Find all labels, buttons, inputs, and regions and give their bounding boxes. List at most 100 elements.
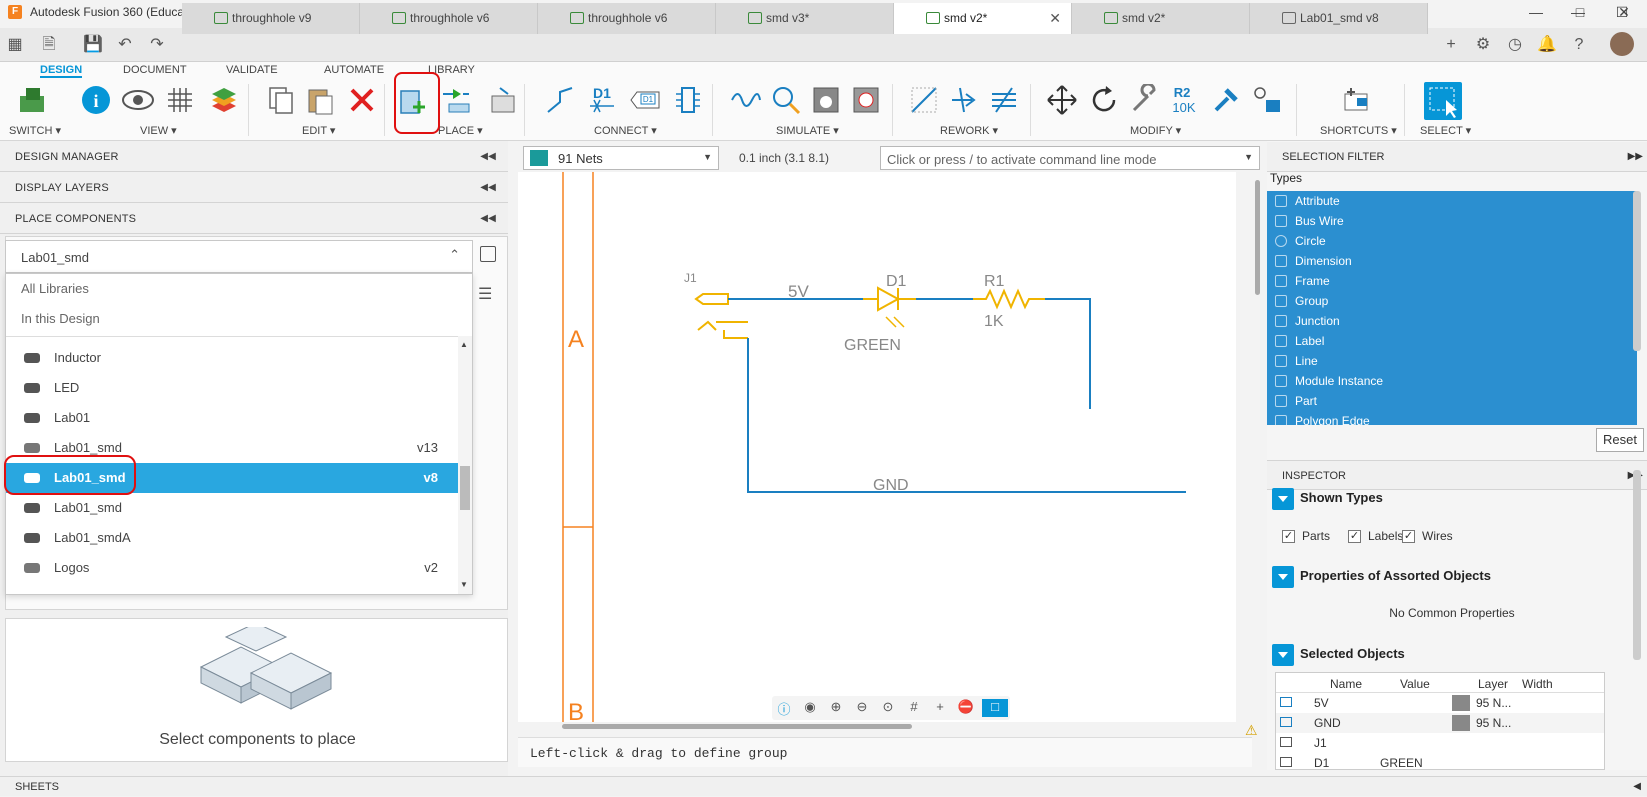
labels-checkbox[interactable]: ✓ bbox=[1348, 530, 1361, 543]
info-icon[interactable]: ⓘ bbox=[777, 702, 791, 717]
ribbon-tab-automate[interactable]: AUTOMATE bbox=[324, 64, 385, 76]
group-label-switch[interactable]: SWITCH ▾ bbox=[9, 125, 61, 137]
group-label-select[interactable]: SELECT ▾ bbox=[1420, 125, 1472, 137]
reset-button[interactable]: Reset bbox=[1596, 428, 1644, 452]
select-icon[interactable]: □ bbox=[982, 699, 1008, 717]
eye-icon[interactable] bbox=[120, 82, 156, 118]
scroll-up-icon[interactable]: ▲ bbox=[460, 340, 468, 349]
zoom-out-icon[interactable]: ⊖ bbox=[856, 699, 868, 714]
bus-icon[interactable] bbox=[670, 82, 706, 118]
library-manager-icon[interactable] bbox=[480, 246, 496, 262]
filter-all-libraries[interactable]: All Libraries bbox=[21, 281, 89, 296]
canvas-hscrollbar[interactable] bbox=[518, 722, 1252, 732]
redo-icon[interactable]: ↷ bbox=[150, 36, 164, 53]
tab-throughhole-v6-a[interactable]: throughhole v6 bbox=[360, 3, 538, 34]
group-icon[interactable] bbox=[1250, 82, 1286, 118]
paste-icon[interactable] bbox=[302, 82, 338, 118]
collapse-icon[interactable]: ◀◀ bbox=[480, 213, 496, 224]
collapse-icon[interactable]: ◀◀ bbox=[480, 182, 496, 193]
copy-icon[interactable] bbox=[262, 82, 298, 118]
probe-icon[interactable] bbox=[768, 82, 804, 118]
list-item[interactable]: Lab01_smd bbox=[6, 493, 458, 523]
delete-icon[interactable] bbox=[344, 82, 380, 118]
tab-smd-v3[interactable]: smd v3* bbox=[716, 3, 894, 34]
collapse-icon[interactable]: ▶▶ bbox=[1627, 151, 1643, 162]
list-item[interactable]: Lab01_smdA bbox=[6, 523, 458, 553]
filter-in-this-design[interactable]: In this Design bbox=[21, 311, 100, 326]
properties-section[interactable]: Properties of Assorted Objects bbox=[1272, 562, 1612, 590]
filter-label[interactable]: Label bbox=[1267, 331, 1637, 351]
filter-attribute[interactable]: Attribute bbox=[1267, 191, 1637, 211]
command-line-input[interactable]: Click or press / to activate command lin… bbox=[880, 146, 1260, 170]
selected-objects-section[interactable]: Selected Objects bbox=[1272, 640, 1612, 668]
signal-icon[interactable] bbox=[728, 82, 764, 118]
group-label-simulate[interactable]: SIMULATE ▾ bbox=[776, 125, 839, 137]
list-item[interactable]: LED bbox=[6, 373, 458, 403]
help-icon[interactable]: ? bbox=[1574, 36, 1584, 53]
miter-icon[interactable] bbox=[906, 82, 942, 118]
chevron-down-icon[interactable]: ▼ bbox=[1244, 152, 1253, 162]
grid-icon[interactable]: # bbox=[910, 699, 918, 714]
shown-types-section[interactable]: Shown Types bbox=[1272, 484, 1612, 512]
eye-icon[interactable]: ◉ bbox=[804, 699, 816, 714]
wires-checkbox[interactable]: ✓ bbox=[1402, 530, 1415, 543]
filter-line[interactable]: Line bbox=[1267, 351, 1637, 371]
undo-icon[interactable]: ↶ bbox=[118, 36, 132, 53]
grid-menu-icon[interactable]: ▦ bbox=[7, 36, 23, 53]
shortcuts-icon[interactable] bbox=[1338, 82, 1374, 118]
label-icon[interactable]: D1 bbox=[628, 82, 664, 118]
list-item[interactable]: Inductor bbox=[6, 343, 458, 373]
filter-junction[interactable]: Junction bbox=[1267, 311, 1637, 331]
tab-throughhole-v9[interactable]: throughhole v9 bbox=[182, 3, 360, 34]
scroll-thumb[interactable] bbox=[562, 724, 912, 729]
warning-icon[interactable]: ⚠ bbox=[1245, 722, 1258, 738]
list-scrollbar[interactable]: ▲ ▼ bbox=[458, 336, 472, 594]
place-components-header[interactable]: PLACE COMPONENTS◀◀ bbox=[0, 204, 508, 234]
add-part-icon[interactable] bbox=[438, 82, 474, 118]
group-label-view[interactable]: VIEW ▾ bbox=[140, 125, 177, 137]
filter-polygon-edge[interactable]: Polygon Edge bbox=[1267, 411, 1637, 425]
list-item[interactable]: Lab01 bbox=[6, 403, 458, 433]
filter-settings-icon[interactable]: ☰ bbox=[478, 286, 493, 303]
info-icon[interactable]: i bbox=[78, 82, 114, 118]
minimize-button[interactable]: — bbox=[1529, 4, 1543, 20]
display-layers-header[interactable]: DISPLAY LAYERS◀◀ bbox=[0, 173, 508, 203]
scroll-thumb[interactable] bbox=[460, 466, 470, 510]
stop-icon[interactable]: ⛔ bbox=[957, 699, 975, 714]
library-dropdown[interactable]: Lab01_smd ⌃ bbox=[5, 240, 473, 273]
name-label-icon[interactable]: D1 bbox=[584, 82, 620, 118]
inspector-header[interactable]: INSPECTOR▶▶ bbox=[1267, 460, 1647, 490]
nets-dropdown[interactable]: 91 Nets ▼ bbox=[523, 146, 719, 170]
smash-icon[interactable] bbox=[1208, 82, 1244, 118]
group-label-place[interactable]: PLACE ▾ bbox=[438, 125, 483, 137]
maximize-icon[interactable]: ☐ bbox=[1615, 4, 1629, 20]
inspector-scrollbar[interactable] bbox=[1633, 470, 1641, 660]
analysis-icon[interactable] bbox=[848, 82, 884, 118]
group-label-edit[interactable]: EDIT ▾ bbox=[302, 125, 336, 137]
tab-lab01-smd-v8[interactable]: Lab01_smd v8 bbox=[1250, 3, 1428, 34]
minimize-icon[interactable]: — bbox=[1571, 4, 1585, 20]
close-window-button[interactable]: ✕ bbox=[1618, 4, 1630, 20]
tab-throughhole-v6-b[interactable]: throughhole v6 bbox=[538, 3, 716, 34]
net-wire-icon[interactable] bbox=[542, 82, 578, 118]
expand-icon[interactable] bbox=[1272, 488, 1294, 510]
save-icon[interactable]: 💾 bbox=[83, 36, 103, 53]
ribbon-tab-validate[interactable]: VALIDATE bbox=[226, 64, 278, 76]
ribbon-tab-library[interactable]: LIBRARY bbox=[428, 64, 475, 76]
wrench-icon[interactable] bbox=[1126, 82, 1162, 118]
expand-icon[interactable]: ◀ bbox=[1633, 781, 1641, 792]
select-tool-button[interactable] bbox=[1424, 82, 1462, 120]
split-icon[interactable] bbox=[946, 82, 982, 118]
meter-icon[interactable] bbox=[808, 82, 844, 118]
column-value[interactable]: Value bbox=[1400, 677, 1430, 691]
filter-part[interactable]: Part bbox=[1267, 391, 1637, 411]
filter-scrollbar[interactable] bbox=[1633, 191, 1641, 351]
extensions-icon[interactable]: ⚙ bbox=[1475, 36, 1491, 53]
create-library-icon[interactable] bbox=[484, 82, 520, 118]
group-label-connect[interactable]: CONNECT ▾ bbox=[594, 125, 657, 137]
